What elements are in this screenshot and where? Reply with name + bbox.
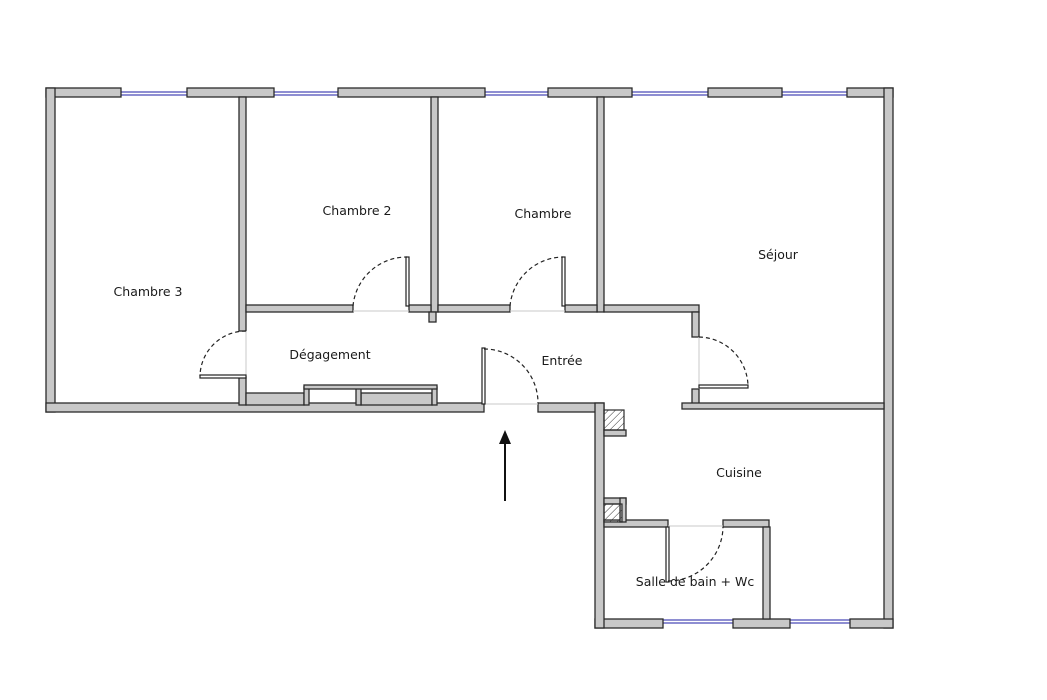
window-bottom-1 (663, 619, 733, 624)
label-entree: Entrée (542, 353, 583, 368)
label-cuisine: Cuisine (716, 465, 762, 480)
window-bottom-2 (790, 619, 850, 624)
windows (121, 91, 850, 624)
window-top-3 (485, 91, 548, 96)
wall-top-a (45, 87, 122, 98)
door-chambre3 (199, 330, 247, 379)
wall-chambre-south-a (437, 304, 511, 313)
wall-sejour-south (681, 402, 885, 410)
closet-pier-b (355, 386, 362, 406)
wall-top-b (186, 87, 275, 98)
wall-chambre2-chambre (430, 96, 439, 313)
wall-sejour-south-top (603, 304, 700, 313)
window-top-4 (632, 91, 708, 96)
wall-kitchen-left (594, 402, 605, 629)
closet-pier-c (431, 386, 438, 406)
label-sdb: Salle de bain + Wc (636, 574, 755, 589)
label-chambre3: Chambre 3 (114, 284, 183, 299)
wall-sdb-north-a (603, 519, 669, 528)
door-chambre2 (352, 256, 410, 307)
wall-chambre3-east-lower (238, 376, 247, 406)
hatched-duct-icon (603, 409, 625, 523)
entry-arrow-icon (499, 430, 511, 501)
label-chambre: Chambre (515, 206, 572, 221)
closet-pier-a (303, 386, 310, 406)
closet-2 (360, 392, 433, 406)
wall-sdb-east (762, 526, 771, 620)
door-entrance (481, 347, 539, 405)
label-sejour: Séjour (758, 247, 799, 262)
wall-chambre2-south (245, 304, 354, 313)
wall-chambre-south-b (564, 304, 598, 313)
wall-bottom-right-b (732, 618, 791, 629)
door-chambre (509, 256, 566, 307)
wall-chambre-sejour (596, 96, 605, 313)
wall-bottom-right-c (849, 618, 894, 629)
closet-top (303, 384, 438, 390)
wall-top-c (337, 87, 486, 98)
doors (199, 256, 749, 583)
door-sdb (665, 526, 724, 583)
window-top-1 (121, 91, 187, 96)
wall-sejour-west-upper (691, 311, 700, 338)
wall-hall-pier (428, 311, 437, 323)
closet-1 (245, 392, 305, 406)
wall-right (883, 87, 894, 629)
wall-top-d (547, 87, 633, 98)
wall-bottom-right-a (594, 618, 664, 629)
label-chambre2: Chambre 2 (323, 203, 392, 218)
wall-top-e (707, 87, 783, 98)
thresholds (245, 310, 723, 527)
wall-entrance-right (537, 402, 605, 413)
wall-duct-upper-side (603, 429, 627, 437)
window-top-2 (274, 91, 338, 96)
window-top-5 (782, 91, 847, 96)
walls (45, 87, 894, 629)
wall-left (45, 87, 56, 413)
label-degagement: Dégagement (289, 347, 370, 362)
room-labels: Chambre 3 Chambre 2 Chambre Séjour Dégag… (114, 203, 799, 589)
wall-chambre2-south-stub (408, 304, 432, 313)
door-sejour (698, 336, 749, 389)
wall-sdb-north-b (722, 519, 770, 528)
wall-chambre3-east-upper (238, 96, 247, 332)
